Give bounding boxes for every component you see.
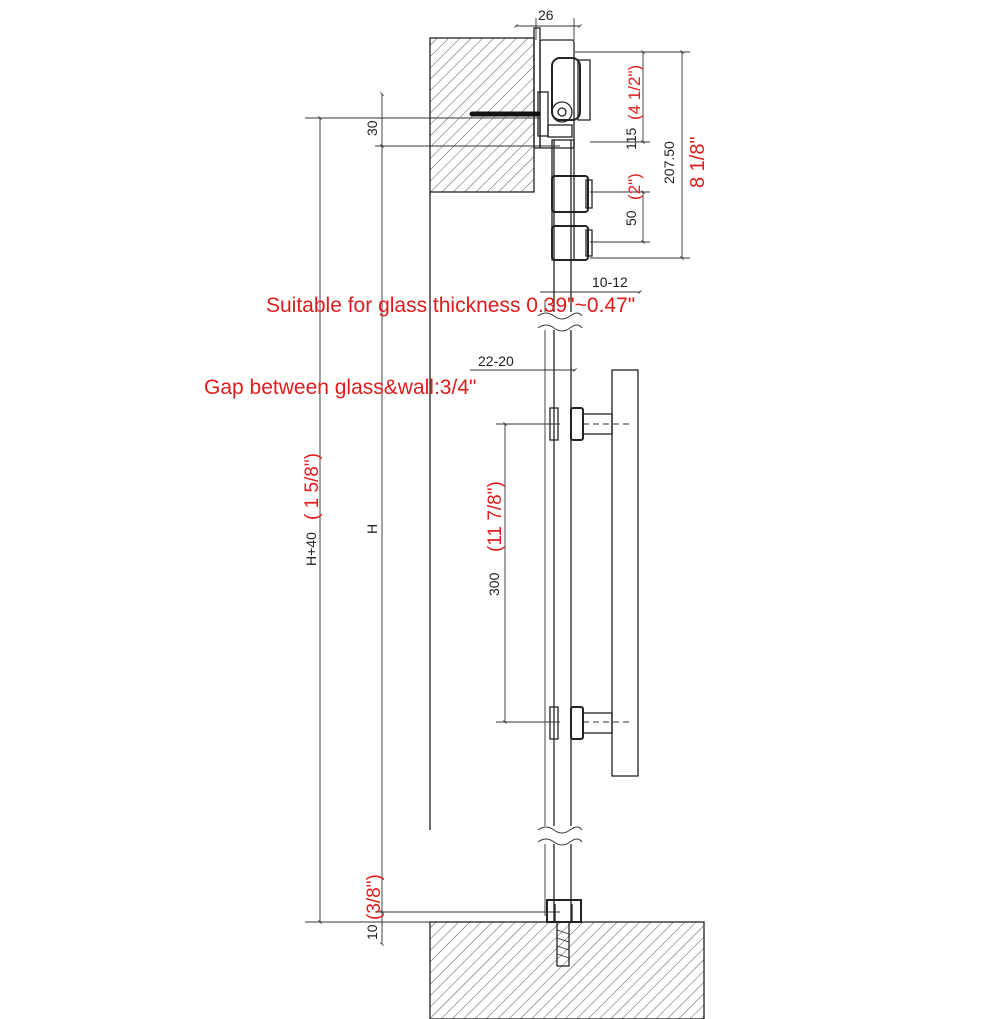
label-total-height-in: ( 1 5/8") [302,453,323,520]
break-mark-lower [535,826,583,846]
glass-panel [544,140,572,922]
dim-vertical-right [575,50,690,260]
label-glass-range: 10-12 [592,274,628,290]
dim-left-heights [305,92,560,946]
label-floor-gap-in: (3/8") [364,874,385,920]
floor-guide [546,899,582,967]
label-handle-centers: 300 [486,572,502,596]
roller-carriage [551,139,593,261]
note-gap: Gap between glass&wall:3/4" [204,376,476,399]
label-top-width: 26 [538,7,554,23]
label-roller-spacing-in: (2") [625,173,644,200]
label-roller-height-in: (4 1/2") [625,65,644,120]
label-track-offset: 30 [364,120,380,136]
floor-block [429,921,705,1019]
label-roller-height: 115 [623,127,639,150]
label-door-height: H [364,524,380,534]
dim-top-width [514,18,582,40]
label-overall-height: 207.50 [661,141,677,184]
label-gap-range: 22-20 [478,353,514,369]
dim-handle-centers [496,422,560,724]
label-overall-height-in: 8 1/8" [687,136,709,188]
label-floor-gap: 10 [364,924,380,940]
label-handle-centers-in: (11 7/8") [485,481,506,552]
break-mark-upper [535,312,583,332]
label-total-height: H+40 [303,532,319,566]
top-track-bracket [533,27,591,149]
label-roller-spacing: 50 [623,210,639,226]
door-handle [549,369,639,777]
note-glass-thickness: Suitable for glass thickness 0.39"~0.47" [266,294,635,317]
